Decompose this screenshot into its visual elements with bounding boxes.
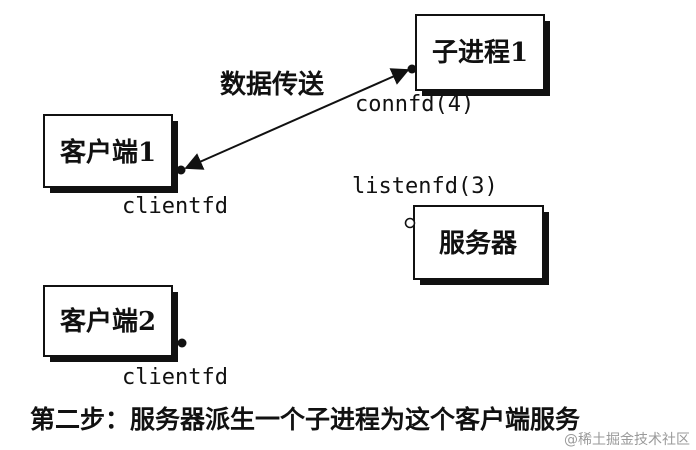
client2-box: 客户端2 xyxy=(43,285,178,362)
client1-box: 客户端1 xyxy=(43,114,178,193)
diagram-caption: 第二步：服务器派生一个子进程为这个客户端服务 xyxy=(30,405,580,434)
client1-socket-dot xyxy=(176,165,186,175)
client2-socket-dot xyxy=(177,338,187,348)
client1-clientfd-label: clientfd xyxy=(122,194,228,219)
listenfd-label: listenfd(3) xyxy=(352,174,498,199)
child-process-box: 子进程1 xyxy=(415,14,550,96)
watermark-text: @稀土掘金技术社区 xyxy=(564,432,690,448)
child-process-label: 子进程1 xyxy=(432,38,528,68)
data-transfer-label: 数据传送 xyxy=(220,70,324,100)
data-transfer-arrow xyxy=(184,68,410,170)
client2-clientfd-label: clientfd xyxy=(122,365,228,390)
connfd-socket-dot xyxy=(407,64,417,74)
server-label: 服务器 xyxy=(439,229,518,259)
client2-label: 客户端2 xyxy=(60,306,156,337)
client1-label: 客户端1 xyxy=(60,137,156,168)
listenfd-socket-dot xyxy=(404,217,416,229)
server-box: 服务器 xyxy=(413,205,549,285)
connfd-label: connfd(4) xyxy=(355,92,474,117)
